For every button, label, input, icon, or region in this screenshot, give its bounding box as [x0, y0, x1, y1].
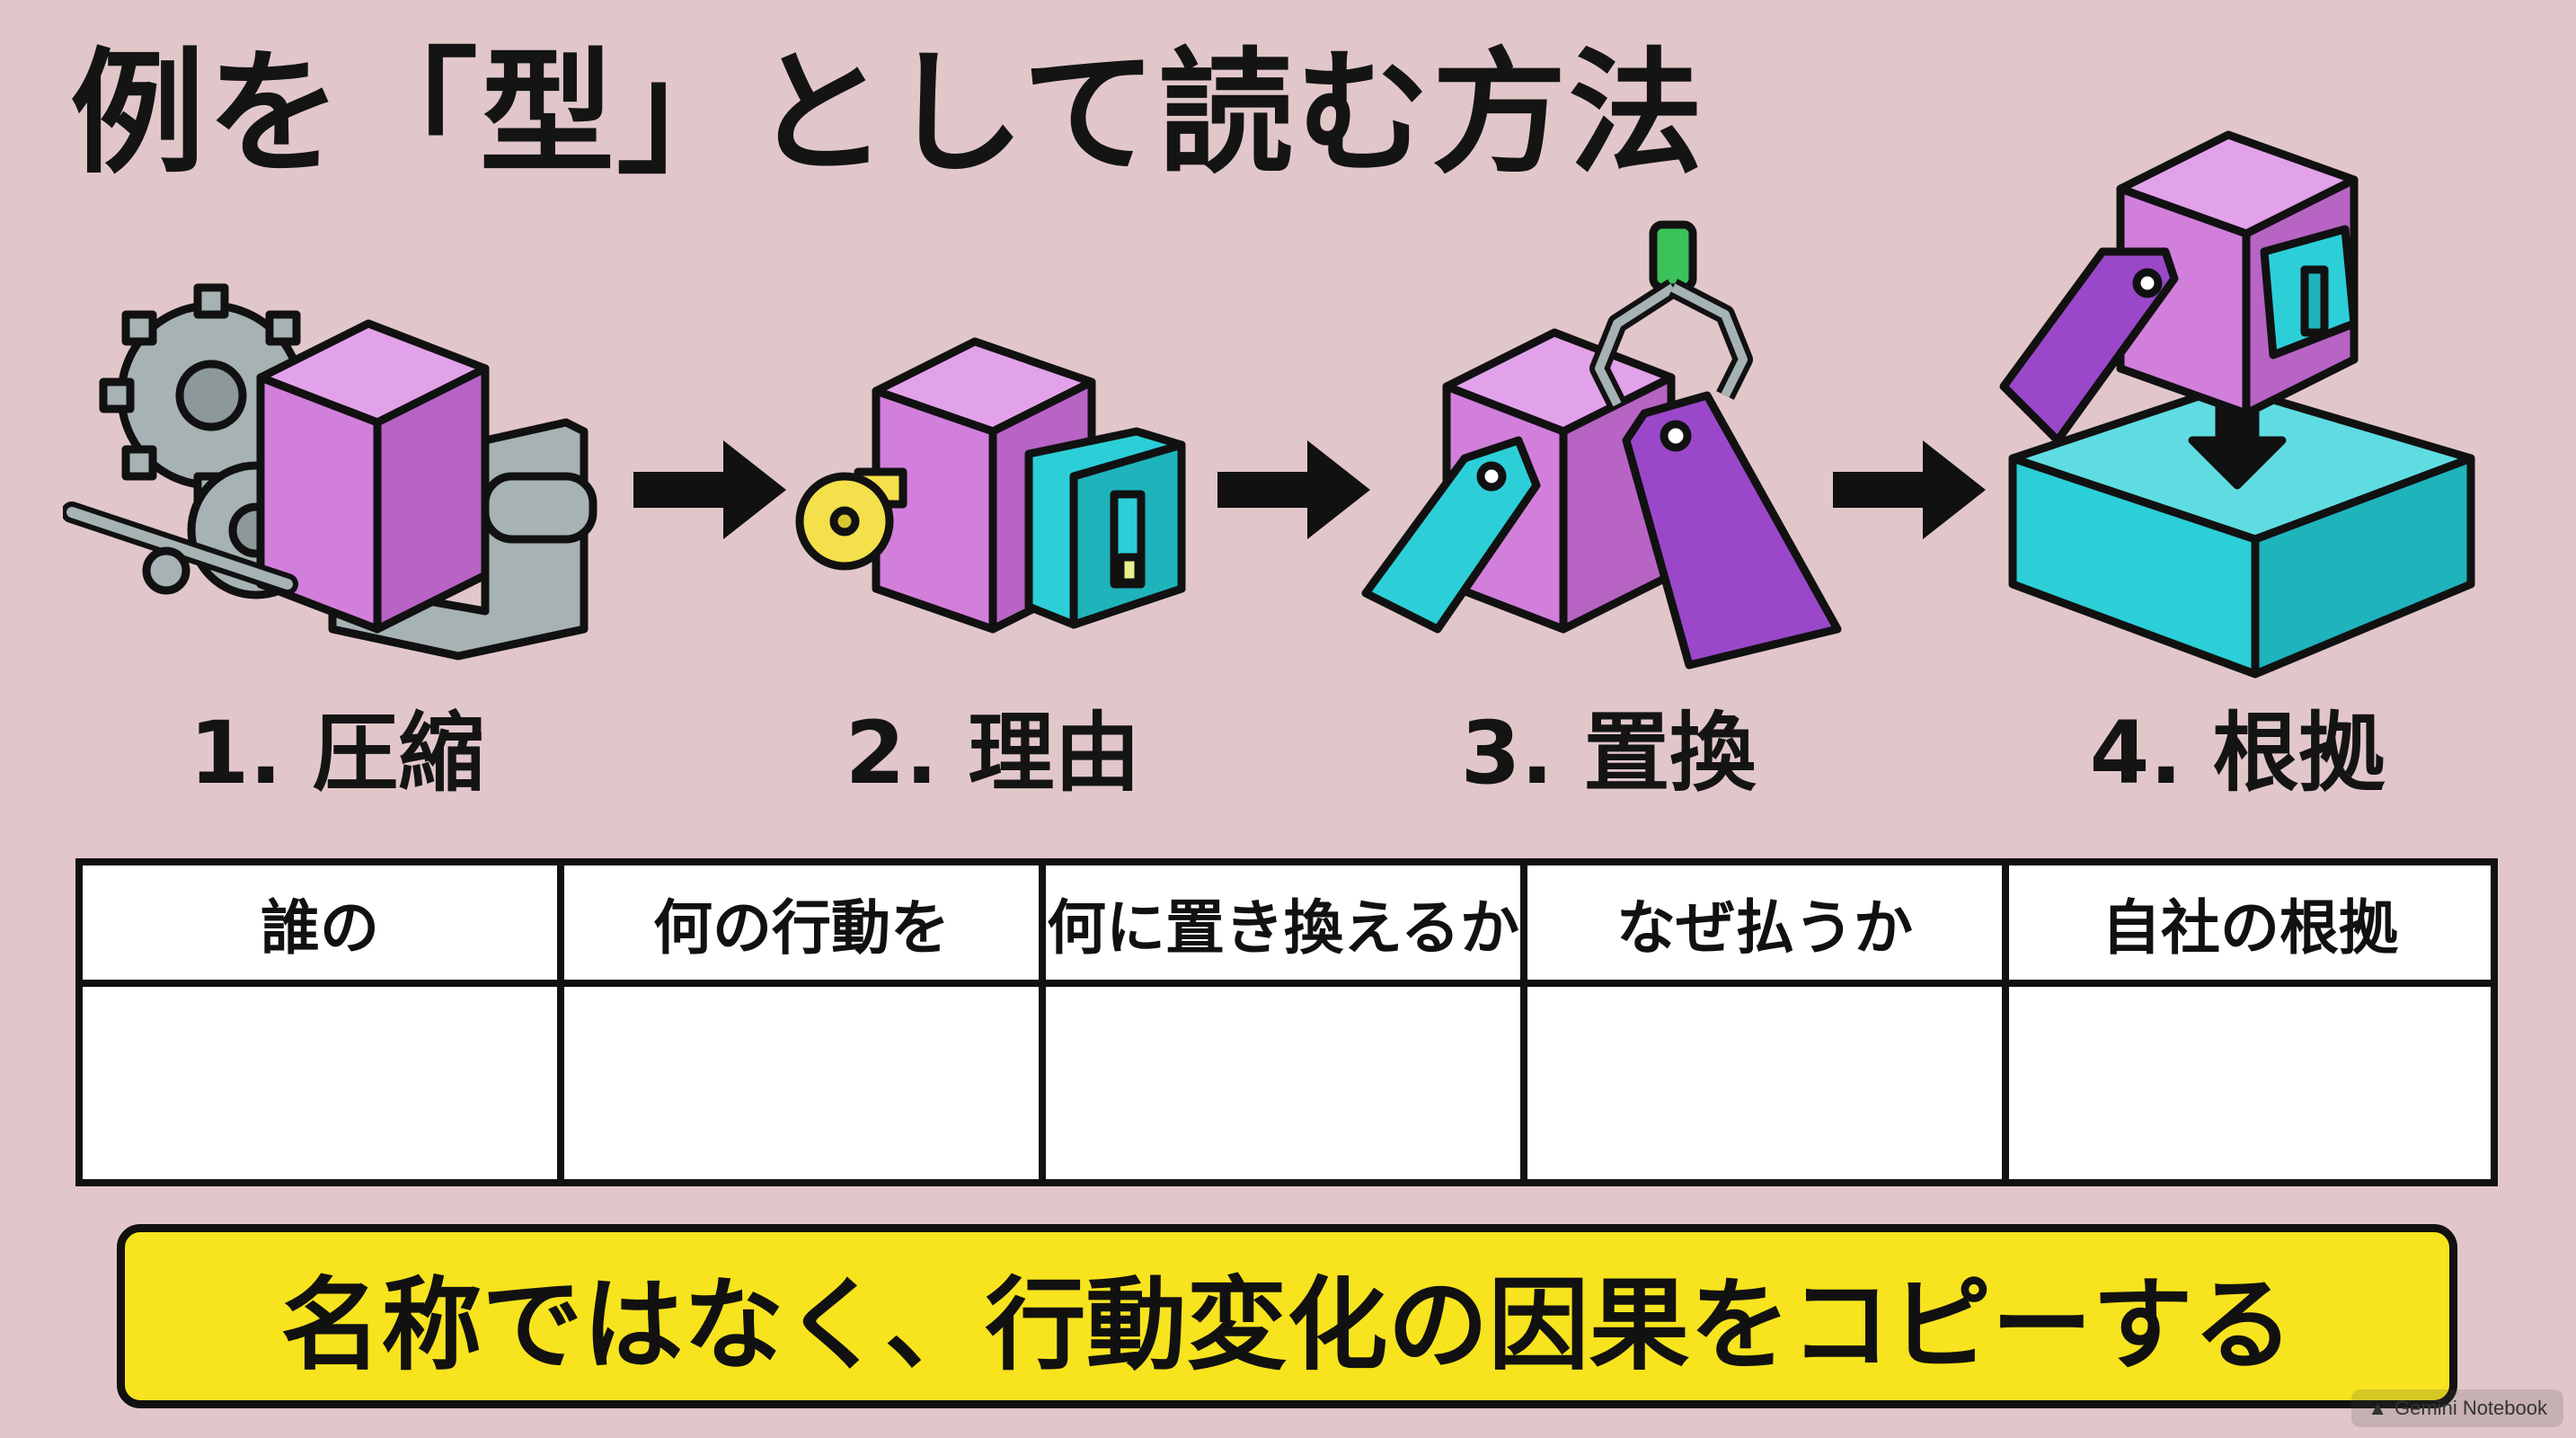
step-label-evidence: 4. 根拠 [2089, 703, 2386, 803]
notebook-logo-icon: ▲ [2368, 1397, 2388, 1419]
key-switch-cube-icon [795, 337, 1186, 634]
table-blank-cell [564, 987, 1046, 1179]
page-title: 例を「型」として読む方法 [70, 36, 1705, 192]
step-label-reason: 2. 理由 [845, 703, 1141, 803]
arrow-right-icon [1833, 440, 1986, 539]
table-header-cell: 自社の根拠 [2009, 865, 2491, 987]
worksheet-table: 誰の 何の行動を 何に置き換えるか なぜ払うか 自社の根拠 [75, 858, 2498, 1186]
table-blank-cell [83, 987, 564, 1179]
summary-banner: 名称ではなく、行動変化の因果をコピーする [117, 1224, 2457, 1408]
table-blank-cell [1527, 987, 2009, 1179]
gear-press-cube-icon [63, 283, 598, 661]
table-header-cell: なぜ払うか [1527, 865, 2009, 987]
arrow-right-icon [633, 440, 786, 539]
arrow-right-icon [1217, 440, 1370, 539]
step-label-replace: 3. 置換 [1460, 703, 1757, 803]
table-blank-cell [1046, 987, 1527, 1179]
gemini-notebook-badge: ▲ Gemini Notebook [2351, 1389, 2563, 1427]
step-label-compress: 1. 圧縮 [189, 703, 485, 803]
table-blank-cell [2009, 987, 2491, 1179]
claw-tag-swap-icon [1361, 220, 1842, 670]
table-header-cell: 誰の [83, 865, 564, 987]
badge-label: Gemini Notebook [2395, 1397, 2547, 1419]
cube-base-stamp-icon [1999, 130, 2475, 679]
table-header-cell: 何の行動を [564, 865, 1046, 987]
table-header-cell: 何に置き換えるか [1046, 865, 1527, 987]
